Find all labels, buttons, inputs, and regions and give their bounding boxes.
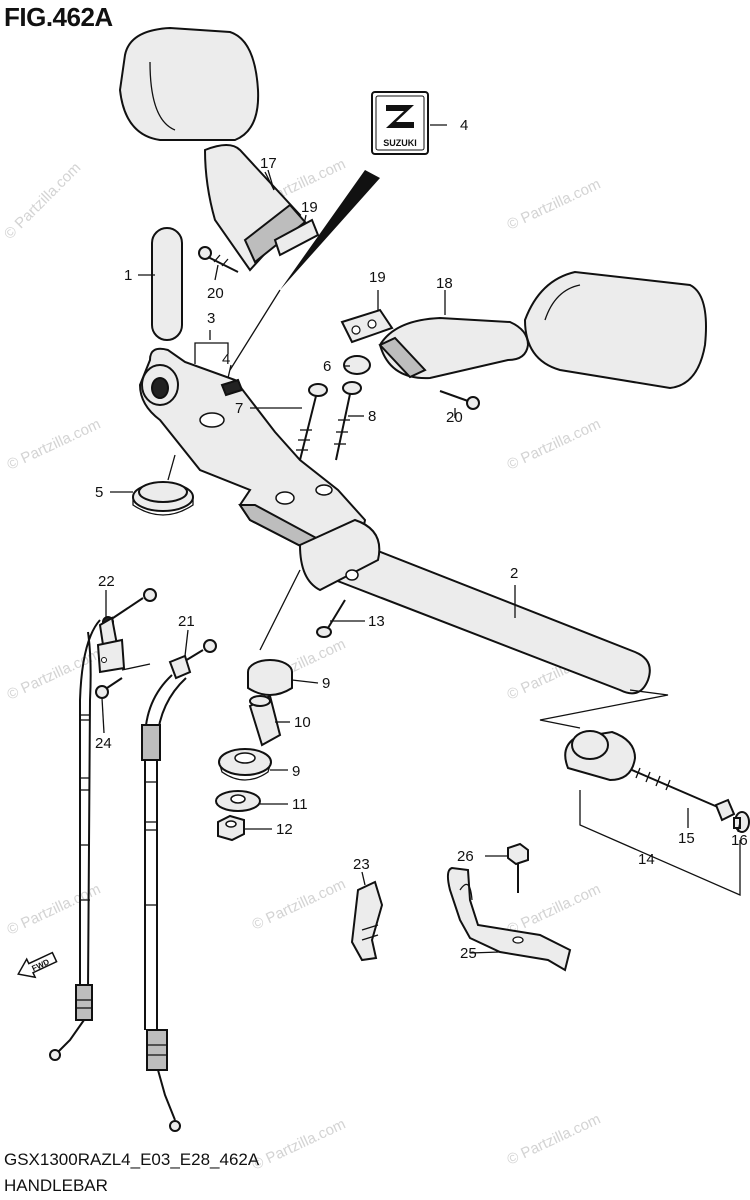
watermark: © Partzilla.com: [5, 416, 104, 474]
watermark: © Partzilla.com: [5, 646, 104, 704]
figure-title: FIG.462A: [4, 2, 113, 32]
emblem-pointer: [280, 170, 380, 290]
spacer-collar: [248, 694, 282, 747]
clamp-bolt-8: [334, 381, 362, 461]
callout-7: 7: [235, 400, 243, 417]
figure-code: GSX1300RAZL4_E03_E28_462A: [4, 1150, 260, 1169]
mirror-spacer-left: [273, 218, 320, 257]
callout-20: 20: [207, 285, 224, 302]
bar-end-screw: [631, 767, 736, 822]
callout-2: 2: [510, 565, 518, 582]
rubber-cushion-upper: [247, 659, 293, 696]
callout-19: 19: [301, 199, 318, 216]
callout-21: 21: [178, 613, 195, 630]
callout-8: 8: [368, 408, 376, 425]
watermark: © Partzilla.com: [505, 1111, 604, 1169]
callout-22: 22: [98, 573, 115, 590]
mirror-bolt-left: [198, 246, 239, 273]
watermark: © Partzilla.com: [505, 416, 604, 474]
callout-25: 25: [460, 945, 477, 962]
callout-15: 15: [678, 830, 695, 847]
handlebar-grip: [151, 227, 183, 341]
mirror-spacer-right: [340, 308, 394, 344]
cable-clamp: [350, 880, 384, 962]
callout-1: 1: [124, 267, 132, 284]
figure-name: HANDLEBAR: [4, 1176, 108, 1195]
bolt-cap: [343, 355, 371, 375]
bar-end-cap: [733, 811, 750, 833]
watermark: © Partzilla.com: [250, 1116, 349, 1174]
bar-end-weight: [564, 730, 637, 782]
callout-4: 4: [460, 117, 468, 134]
clamp-bolt-7: [296, 383, 328, 461]
cable-screw: [95, 677, 123, 699]
callout-3: 3: [207, 310, 215, 327]
callout-labels: 1 2 3 4 4 5 6 7 8 9 9 10 11 12 13 14 15 …: [95, 117, 748, 962]
watermark: © Partzilla.com: [505, 881, 604, 939]
callout-16: 16: [731, 832, 748, 849]
break-line: [539, 689, 669, 729]
suzuki-logo-text: SUZUKI: [383, 138, 417, 148]
callout-10: 10: [294, 714, 311, 731]
mirror-right: [378, 270, 707, 390]
handlebar-collar: [132, 481, 194, 516]
nut: [217, 814, 245, 842]
callout-14: 14: [638, 851, 655, 868]
callout-9: 9: [292, 763, 300, 780]
rubber-cushion-lower: [218, 748, 272, 781]
callout-24: 24: [95, 735, 112, 752]
forward-direction-arrow: FWD: [17, 951, 58, 979]
callout-23: 23: [353, 856, 370, 873]
callout-19: 19: [369, 269, 386, 286]
callout-20: 20: [446, 409, 463, 426]
callout-4: 4: [222, 351, 230, 368]
callout-5: 5: [95, 484, 103, 501]
callout-9: 9: [322, 675, 330, 692]
watermark: © Partzilla.com: [250, 876, 349, 934]
handlebar-bolt: [316, 599, 346, 638]
callout-11: 11: [292, 796, 308, 813]
leader-lines: [101, 124, 741, 954]
mirror-bolt-right: [439, 390, 480, 410]
watermark: © Partzilla.com: [505, 176, 604, 234]
suzuki-emblem: SUZUKI: [371, 91, 429, 155]
watermark: © Partzilla.com: [1, 159, 84, 242]
callout-12: 12: [276, 821, 293, 838]
bracket-bolt: [507, 842, 529, 893]
bar-end-bracket: [579, 790, 741, 896]
callout-17: 17: [260, 155, 277, 172]
handlebar-upper-clamp: [138, 347, 367, 557]
callout-13: 13: [368, 613, 385, 630]
handlebar-tube: [298, 518, 651, 695]
washer: [215, 790, 261, 812]
throttle-cable-22: [49, 588, 157, 1061]
throttle-cable-21: [141, 639, 217, 1132]
cable-bracket: [446, 866, 572, 972]
fwd-label: FWD: [30, 957, 51, 973]
callout-26: 26: [457, 848, 474, 865]
mirror-left: [118, 26, 307, 272]
callout-6: 6: [323, 358, 331, 375]
callout-18: 18: [436, 275, 453, 292]
